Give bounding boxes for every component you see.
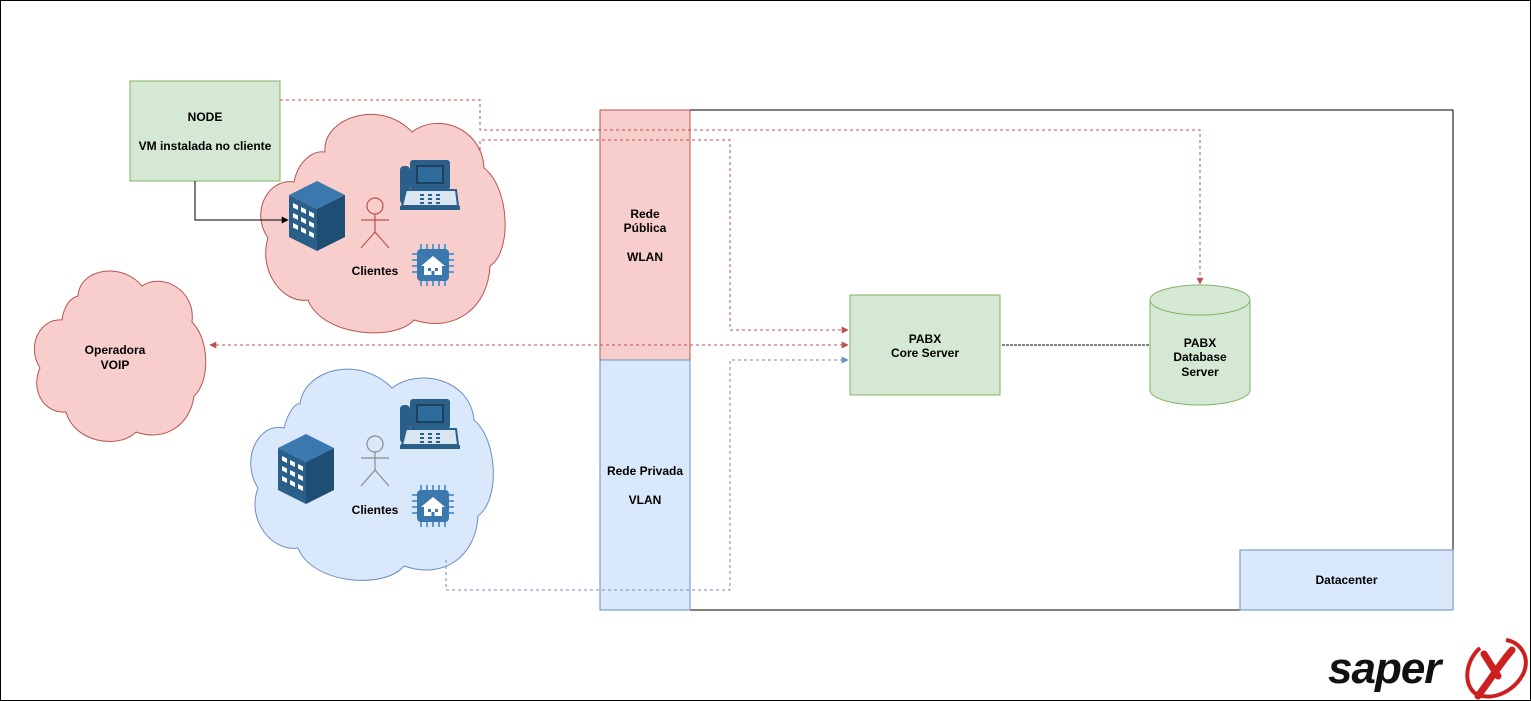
public-network-label-3: WLAN — [627, 250, 663, 264]
smart-home-chip-icon — [412, 244, 454, 286]
node-vm-title: NODE — [187, 110, 223, 124]
pabx-core-server-box — [849, 294, 1001, 396]
node-to-clients-connector — [194, 181, 289, 224]
operadora-cloud — [34, 270, 207, 443]
operadora-label-1: Operadora — [84, 343, 146, 357]
building-icon — [289, 181, 345, 251]
public-network-box — [599, 109, 691, 361]
saperx-logo-mark — [1465, 638, 1528, 700]
private-clients-to-core-connector — [445, 356, 849, 591]
saperx-logo-text: saper — [1328, 644, 1441, 693]
private-network-label-1: Rede Privada — [606, 464, 684, 478]
pabx-core-label-1: PABX — [908, 332, 942, 346]
datacenter-label: Datacenter — [1315, 573, 1378, 587]
pabx-core-label-2: Core Server — [890, 346, 960, 360]
pabx-db-label-2: Database — [1173, 350, 1227, 364]
datacenter-box — [1239, 549, 1454, 611]
building-icon — [278, 434, 334, 504]
public-network-label-2: Pública — [623, 221, 667, 235]
private-network-label-2: VLAN — [628, 493, 662, 507]
node-vm-box — [129, 80, 281, 182]
smart-home-chip-icon — [412, 485, 454, 527]
private-network-box — [599, 359, 691, 611]
pabx-db-label-1: PABX — [1183, 336, 1217, 350]
public-network-label-1: Rede — [630, 207, 660, 221]
node-vm-subtitle: VM instalada no cliente — [138, 139, 272, 153]
private-clients-label: Clientes — [351, 503, 399, 517]
public-clients-to-core-connector — [479, 139, 849, 334]
pabx-db-label-3: Server — [1181, 365, 1219, 379]
pabx-database-cylinder — [1149, 284, 1251, 406]
public-clients-label: Clientes — [351, 264, 399, 278]
node-to-database-connector — [280, 99, 1204, 285]
operadora-label-2: VOIP — [100, 358, 130, 372]
